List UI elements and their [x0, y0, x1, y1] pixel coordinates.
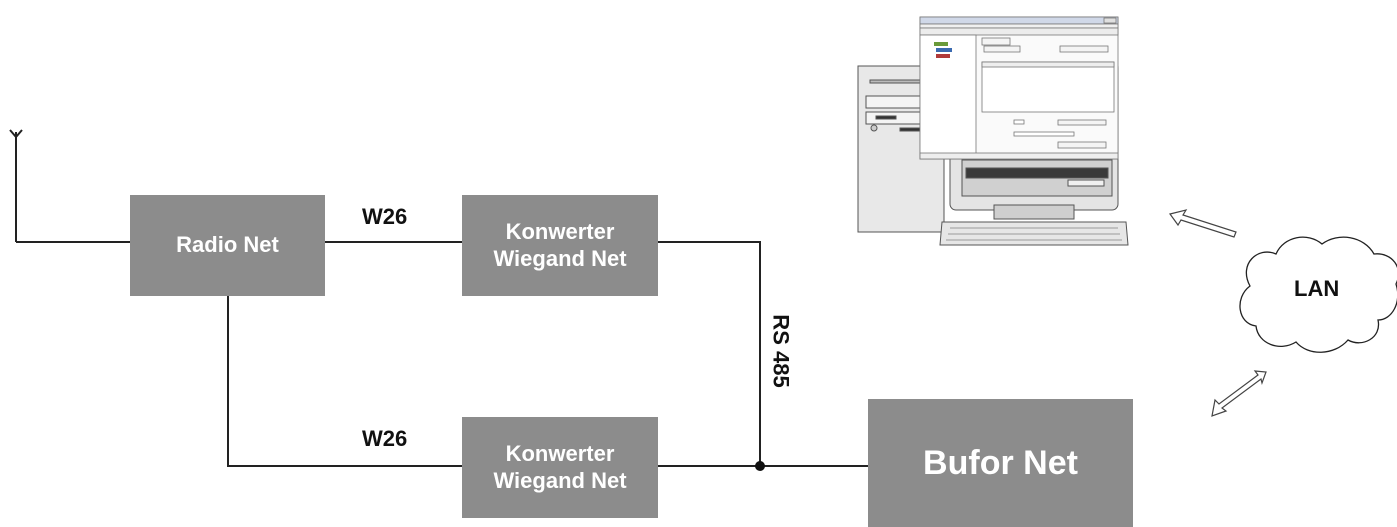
konwerter-bottom-box: Konwerter Wiegand Net [462, 417, 658, 518]
w26-top-label: W26 [362, 204, 408, 229]
bufor-net-label: Bufor Net [923, 443, 1078, 482]
antenna-icon [9, 129, 23, 242]
software-window-screen [919, 16, 1119, 160]
w26-bottom-label: W26 [362, 426, 408, 451]
lan-label: LAN [1294, 276, 1340, 301]
konwerter-top-line1: Konwerter [505, 219, 615, 245]
rs485-bus-line [658, 241, 761, 466]
konwerter-top-box: Konwerter Wiegand Net [462, 195, 658, 296]
rs485-label: RS 485 [768, 314, 794, 388]
pc-lan-arrow-icon [1168, 209, 1237, 238]
radio-net-label: Radio Net [176, 232, 279, 258]
bus-junction-dot [755, 461, 765, 471]
keyboard-icon [939, 221, 1129, 246]
w26-bottom-link [227, 296, 462, 467]
konwerter-top-line2: Wiegand Net [493, 245, 627, 271]
bufor-net-box: Bufor Net [868, 399, 1133, 527]
radio-net-box: Radio Net [130, 195, 325, 296]
konwerter-bottom-line1: Konwerter [505, 441, 615, 467]
bufor-lan-arrow-icon [1211, 370, 1267, 417]
konwerter-bottom-line2: Wiegand Net [493, 467, 627, 493]
lan-cloud-icon [1239, 236, 1397, 353]
